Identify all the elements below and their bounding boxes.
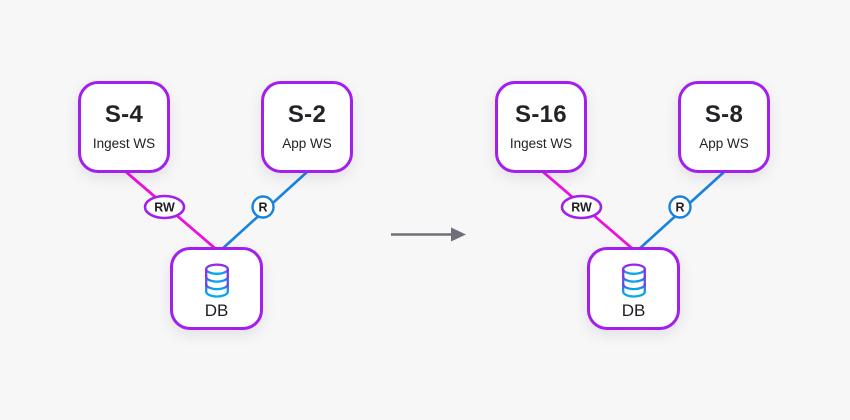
before-app-server-node: S-2 App WS — [261, 81, 353, 173]
database-icon — [621, 262, 646, 298]
database-icon — [204, 262, 229, 298]
server-title: S-4 — [104, 101, 144, 129]
before-db-node: DB — [170, 247, 263, 330]
rw-edge-label: RW — [154, 201, 175, 215]
r-badge — [668, 195, 692, 219]
after-ingest-server-node: S-16 Ingest WS — [495, 81, 587, 173]
after-app-server-node: S-8 App WS — [678, 81, 770, 173]
server-subtitle: App WS — [282, 136, 332, 152]
r-badge — [251, 195, 275, 219]
r-edge-label: R — [258, 201, 267, 215]
server-title: S-8 — [704, 101, 744, 129]
db-label: DB — [204, 300, 229, 320]
before-connectors: RW R — [124, 169, 308, 252]
server-title: S-2 — [287, 101, 327, 129]
server-subtitle: Ingest WS — [92, 136, 156, 152]
before-ingest-server-node: S-4 Ingest WS — [78, 81, 170, 173]
after-connectors: RW R — [541, 169, 725, 252]
server-subtitle: App WS — [699, 136, 749, 152]
rw-badge — [560, 194, 603, 220]
server-title: S-16 — [515, 101, 567, 129]
rw-badge — [143, 194, 186, 220]
rw-edge-label: RW — [571, 201, 592, 215]
r-edge-label: R — [675, 201, 684, 215]
transition-arrow-icon — [391, 227, 466, 242]
db-label: DB — [621, 300, 646, 320]
server-subtitle: Ingest WS — [509, 136, 573, 152]
after-db-node: DB — [587, 247, 680, 330]
